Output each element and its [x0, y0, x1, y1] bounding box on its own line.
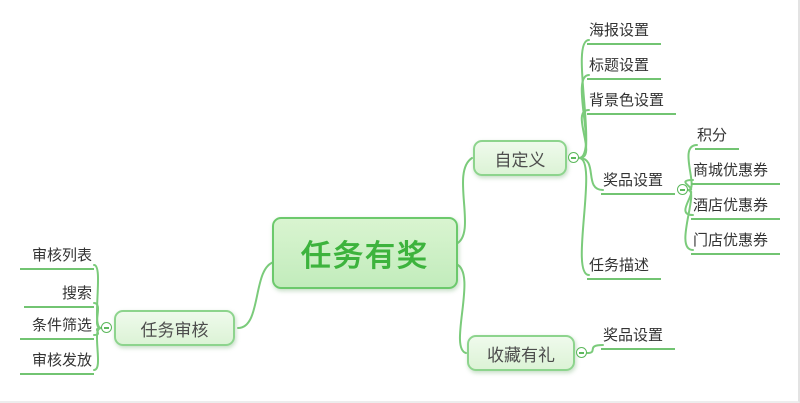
leaf-bgcolor-settings[interactable]: 背景色设置 — [587, 88, 677, 115]
collapse-toggle-collect[interactable] — [576, 347, 587, 358]
minus-icon — [104, 326, 109, 329]
connector-custom-prize — [578, 157, 604, 191]
leaf-store-coupon[interactable]: 门店优惠券 — [691, 228, 781, 255]
collapse-toggle-review[interactable] — [101, 322, 112, 333]
leaf-poster-settings[interactable]: 海报设置 — [587, 18, 662, 45]
node-custom[interactable]: 自定义 — [473, 140, 567, 176]
leaf-points[interactable]: 积分 — [695, 123, 740, 150]
leaf-prize-settings-collect[interactable]: 奖品设置 — [601, 323, 676, 350]
leaf-mall-coupon[interactable]: 商城优惠券 — [691, 158, 781, 185]
node-collect[interactable]: 收藏有礼 — [467, 335, 575, 371]
minus-icon — [680, 188, 685, 191]
leaf-search[interactable]: 搜索 — [24, 281, 94, 308]
node-root[interactable]: 任务有奖 — [272, 217, 458, 289]
node-review[interactable]: 任务审核 — [114, 310, 235, 346]
connector-review-list — [93, 264, 102, 329]
collapse-toggle-custom[interactable] — [568, 152, 579, 163]
leaf-condition-filter[interactable]: 条件筛选 — [19, 313, 94, 340]
connector-root-custom — [455, 157, 473, 245]
connector-custom-bgcolor — [578, 109, 590, 159]
leaf-hotel-coupon[interactable]: 酒店优惠券 — [691, 193, 781, 220]
connector-review-search — [93, 302, 102, 329]
collapse-toggle-prize[interactable] — [677, 184, 688, 195]
leaf-title-settings[interactable]: 标题设置 — [587, 53, 662, 80]
connector-root-review — [237, 261, 275, 329]
connector-review-filter — [93, 327, 102, 336]
leaf-prize-settings-custom[interactable]: 奖品设置 — [601, 168, 676, 195]
leaf-review-list[interactable]: 审核列表 — [19, 243, 94, 270]
leaf-review-issue[interactable]: 审核发放 — [19, 348, 94, 375]
leaf-task-description[interactable]: 任务描述 — [587, 253, 662, 280]
connector-review-issue — [93, 327, 102, 371]
minus-icon — [571, 156, 576, 159]
minus-icon — [579, 351, 584, 354]
